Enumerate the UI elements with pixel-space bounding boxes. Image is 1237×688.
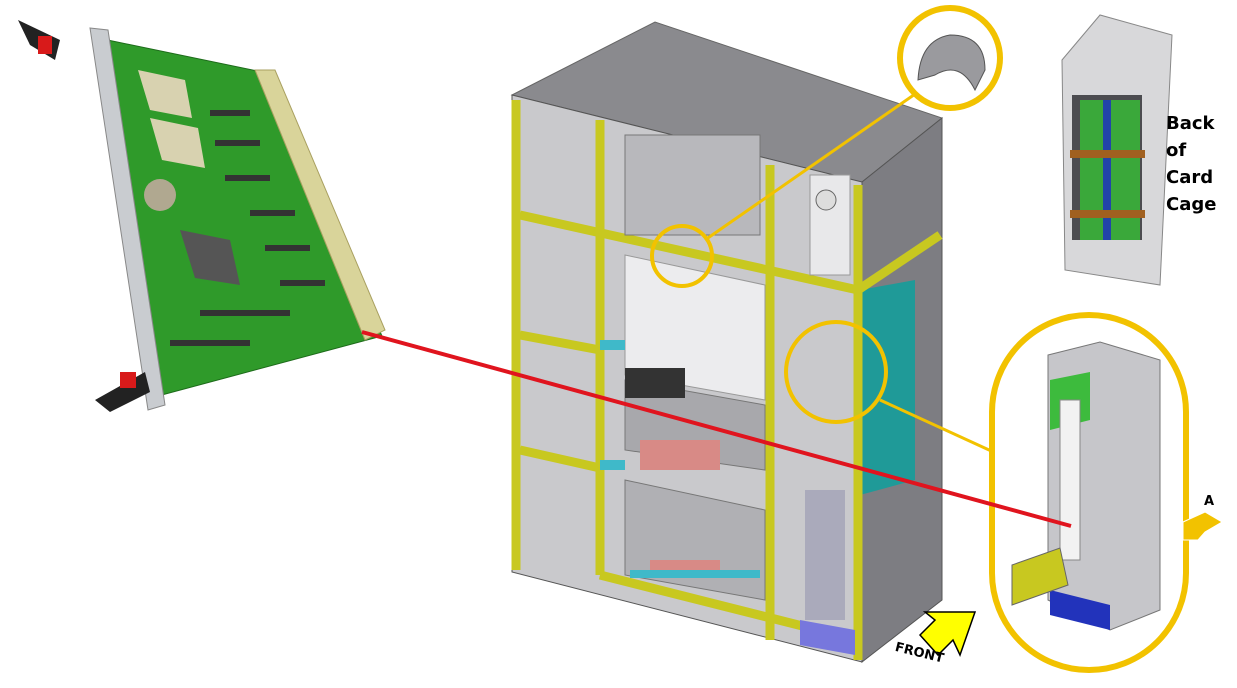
card-location-pointer [361, 330, 1072, 528]
card-cage-detail-callout [989, 312, 1223, 673]
back-of-card-cage-label: Back of Card Cage [1166, 110, 1216, 218]
callout-circle-bracket [650, 224, 714, 288]
label-line: Cage [1166, 194, 1217, 215]
front-arrow-icon [918, 611, 977, 657]
card-cage-back-image [1061, 14, 1173, 286]
label-line: Back [1166, 113, 1215, 134]
callout-circle-slot [784, 320, 888, 424]
view-a-label: A [1204, 494, 1215, 509]
bracket-detail-callout [897, 5, 1003, 111]
circuit-card [18, 20, 386, 412]
callout-lines [704, 90, 1001, 457]
label-line: of [1166, 140, 1187, 161]
label-line: Card [1166, 167, 1214, 188]
equipment-cabinet [510, 21, 944, 664]
